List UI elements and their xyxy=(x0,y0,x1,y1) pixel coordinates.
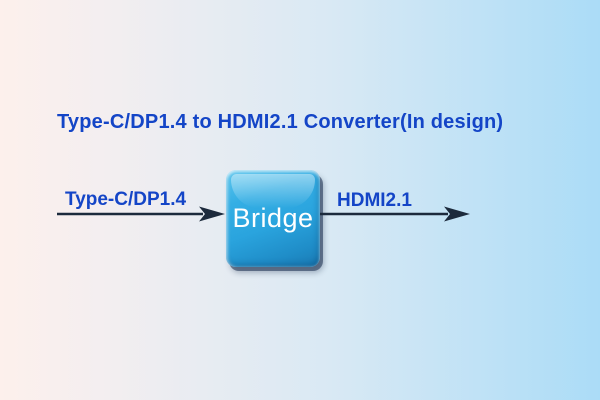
input-label: Type-C/DP1.4 xyxy=(65,189,187,210)
bridge-node: Bridge xyxy=(226,170,320,267)
bridge-node-label: Bridge xyxy=(232,203,314,233)
output-label: HDMI2.1 xyxy=(337,190,412,211)
output-arrow xyxy=(320,206,470,222)
page-title: Type-C/DP1.4 to HDMI2.1 Converter(In des… xyxy=(57,111,504,133)
input-arrow xyxy=(57,206,225,222)
